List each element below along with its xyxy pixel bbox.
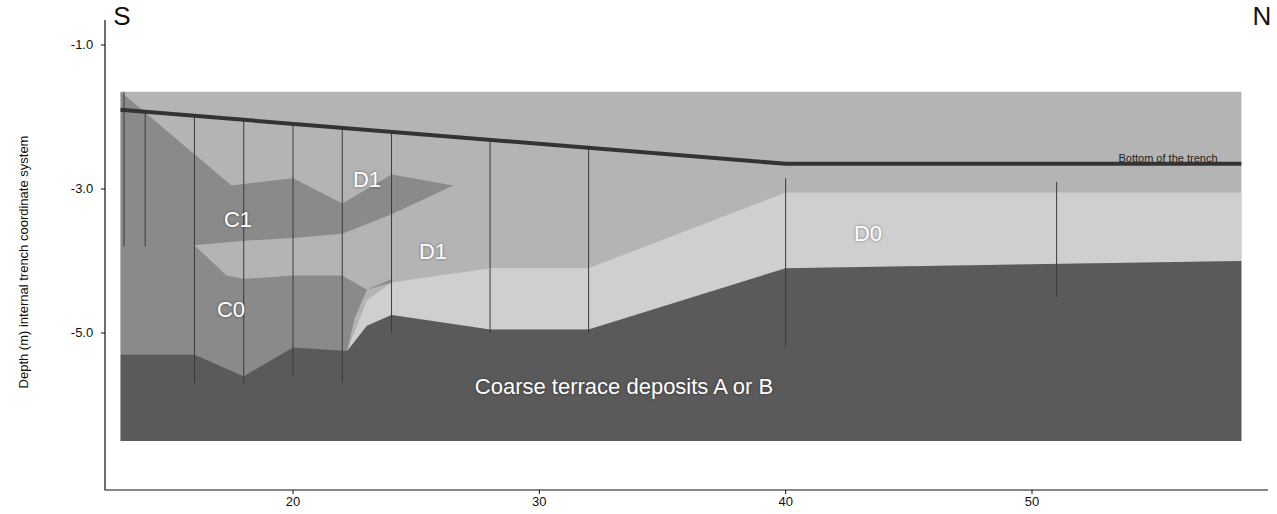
- tick-mark: [101, 333, 105, 334]
- borehole-line: [588, 146, 589, 333]
- coarse-deposits: [121, 261, 1242, 441]
- unit-label: C1: [224, 208, 252, 232]
- tick-mark: [539, 490, 540, 494]
- tick-mark: [101, 45, 105, 46]
- borehole-line: [490, 139, 491, 333]
- borehole-line: [1056, 182, 1057, 297]
- axis-tick-label: 30: [532, 495, 546, 509]
- tick-mark: [1032, 490, 1033, 494]
- line-label: Bottom of the trench: [1118, 152, 1217, 164]
- borehole-line: [785, 178, 786, 347]
- trench-bottom-line: [121, 110, 1242, 164]
- tick-mark: [293, 490, 294, 494]
- unit-label: D1: [419, 240, 447, 264]
- axis-line: [105, 20, 1268, 490]
- unit-label: D1: [353, 168, 381, 192]
- borehole-line: [145, 110, 146, 247]
- axis-tick-label: 40: [778, 495, 792, 509]
- scale-line: [124, 92, 125, 247]
- axis-tick-label: -3.0: [71, 182, 93, 196]
- axis-tick-label: -1.0: [71, 38, 93, 52]
- unit-label: C0: [217, 298, 245, 322]
- tick-mark: [785, 490, 786, 494]
- unit-label: D0: [854, 222, 882, 246]
- borehole-line: [194, 117, 195, 383]
- unit-label: Coarse terrace deposits A or B: [475, 375, 773, 399]
- axis-tick-label: 20: [286, 495, 300, 509]
- direction-label: N: [1253, 2, 1272, 31]
- axis-tick-label: 50: [1025, 495, 1039, 509]
- borehole-line: [293, 124, 294, 376]
- tick-mark: [101, 189, 105, 190]
- borehole-line: [243, 121, 244, 384]
- borehole-line: [391, 131, 392, 333]
- direction-label: S: [113, 2, 130, 31]
- trench-fill: [121, 92, 1242, 441]
- axis-tick-label: -5.0: [71, 326, 93, 340]
- axis-title: Depth (m) internal trench coordinate sys…: [17, 136, 31, 389]
- borehole-line: [342, 128, 343, 384]
